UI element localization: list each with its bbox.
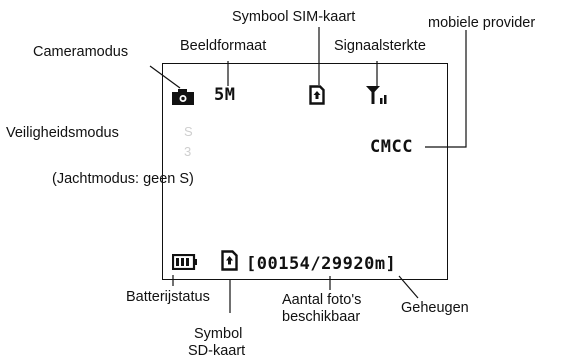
label-veiligheidsmodus: Veiligheidsmodus — [6, 125, 119, 141]
label-geheugen: Geheugen — [401, 300, 469, 316]
label-mobiele-provider: mobiele provider — [428, 15, 536, 31]
leader-mobiele-provider — [425, 30, 467, 148]
battery-icon — [172, 254, 197, 270]
label-aantal-fotos-line1: Aantal foto's — [282, 292, 362, 308]
label-batterijstatus: Batterijstatus — [126, 289, 210, 305]
photo-counter: [00154/29920m] — [246, 254, 397, 274]
sim-card-icon — [309, 85, 325, 105]
sd-card-icon — [221, 250, 238, 271]
label-symbol-sd-line2: SD-kaart — [188, 343, 246, 359]
label-cameramodus: Cameramodus — [33, 44, 129, 60]
lcd-screen — [162, 63, 448, 280]
provider-value: CMCC — [370, 137, 413, 157]
label-symbol-sd: Symbol SD-kaart — [188, 326, 245, 360]
label-beeldformaat: Beeldformaat — [180, 38, 267, 54]
label-aantal-fotos-line2: beschikbaar — [282, 309, 361, 325]
camera-icon — [172, 89, 194, 105]
label-signaalsterkte: Signaalsterkte — [334, 38, 426, 54]
label-jachtmodus: (Jachtmodus: geen S) — [52, 171, 194, 187]
label-aantal-fotos: Aantal foto's beschikbaar — [282, 292, 361, 326]
label-symbol-sd-line1: Symbol — [194, 326, 243, 342]
leader-cameramodus — [149, 65, 181, 89]
signal-icon — [366, 86, 387, 104]
image-size-value: 5M — [214, 85, 236, 105]
label-symbool-sim: Symbool SIM-kaart — [232, 9, 356, 25]
security-mode-indicator-2: 3 — [184, 144, 192, 159]
security-mode-indicator: S — [184, 124, 193, 139]
